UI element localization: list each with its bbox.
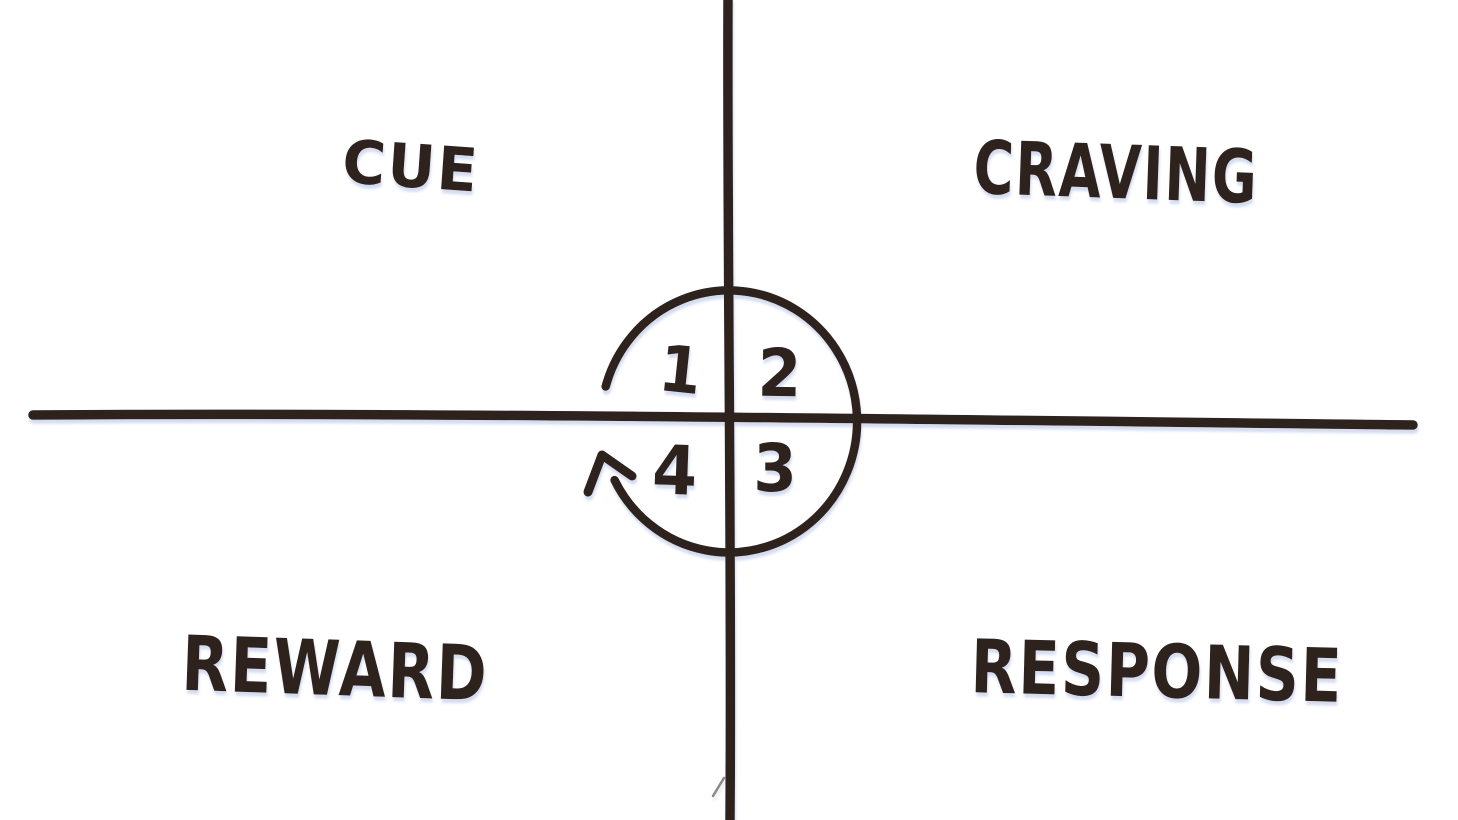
vertical-axis-line bbox=[723, 0, 736, 820]
quadrant-labels: CUE CRAVING RESPONSE REWARD bbox=[180, 126, 1344, 719]
step-number-3: 3 bbox=[753, 431, 797, 508]
horizontal-axis-line bbox=[28, 409, 1418, 430]
clockwise-arrow-icon bbox=[583, 450, 637, 497]
ink-layer: 1 2 3 4 CUE CRAVING RESPONSE REWARD bbox=[28, 0, 1418, 820]
quadrant-label-response: RESPONSE bbox=[970, 624, 1344, 719]
cycle-circle-arc bbox=[601, 286, 862, 557]
step-number-2: 2 bbox=[757, 335, 802, 413]
quadrant-label-cue: CUE bbox=[340, 128, 481, 207]
quadrant-label-craving: CRAVING bbox=[972, 126, 1260, 221]
quadrant-label-reward: REWARD bbox=[180, 620, 489, 719]
step-numbers: 1 2 3 4 bbox=[651, 331, 802, 512]
step-number-1: 1 bbox=[655, 331, 705, 410]
pen-stray-mark bbox=[711, 776, 726, 798]
step-number-4: 4 bbox=[651, 430, 699, 511]
